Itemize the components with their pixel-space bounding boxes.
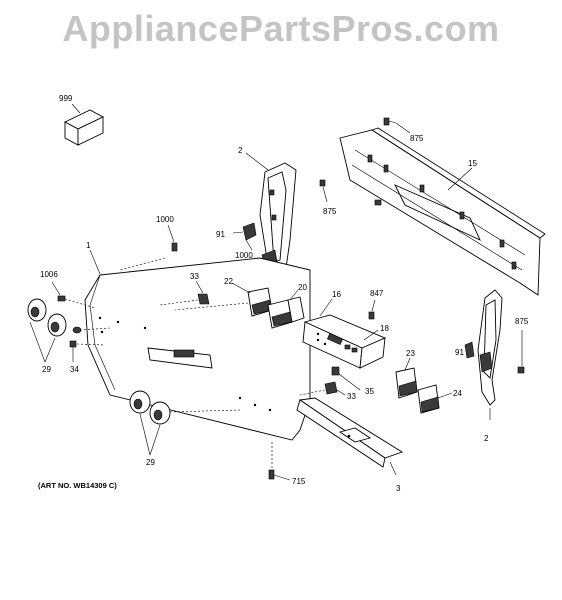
part-33-clip-upper: [197, 293, 210, 305]
part-3-trim: [296, 397, 404, 468]
part-1-control-panel: [84, 257, 311, 441]
part-20-switch: [267, 296, 305, 329]
part-999-box: [64, 109, 104, 146]
part-2-left-bracket: [259, 162, 297, 281]
screw-1006: [57, 295, 66, 302]
part-29-knobs-lower: [129, 390, 171, 425]
callout-1: 1: [86, 241, 91, 250]
callout-847: 847: [370, 289, 384, 298]
callout-1000-low: 1000: [235, 251, 253, 260]
callout-1000-top: 1000: [156, 215, 174, 224]
callout-1006: 1006: [40, 270, 58, 279]
part-91-clip-left: [242, 222, 257, 241]
part-91-clip-right: [464, 341, 475, 359]
callout-875-top: 875: [410, 134, 424, 143]
screw-875-mid: [319, 179, 326, 187]
screw-1000: [171, 242, 178, 252]
callout-2-right: 2: [484, 434, 489, 443]
callout-22: 22: [224, 277, 233, 286]
part-15-back-panel: [339, 127, 546, 296]
screw-875-top: [383, 117, 397, 126]
art-number: (ART NO. WB14309 C): [38, 481, 117, 490]
callout-715: 715: [292, 477, 306, 486]
callout-2-left: 2: [238, 146, 243, 155]
callout-29-lower: 29: [146, 458, 155, 467]
callout-34: 34: [70, 365, 79, 374]
callout-91-left: 91: [216, 230, 225, 239]
callout-23: 23: [406, 349, 415, 358]
callout-875-right: 875: [515, 317, 529, 326]
part-16-clock-control: [302, 314, 387, 369]
callout-35: 35: [365, 387, 374, 396]
callout-33-lower: 33: [347, 392, 356, 401]
part-29-knobs-upper: [27, 298, 82, 337]
callout-33-upper: 33: [190, 272, 199, 281]
callout-3: 3: [396, 484, 401, 493]
watermark: AppliancePartsPros.com: [62, 8, 500, 49]
callout-16: 16: [332, 290, 341, 299]
callout-29-upper: 29: [42, 365, 51, 374]
callout-15: 15: [468, 159, 477, 168]
part-34: [69, 340, 77, 348]
part-33-clip-lower: [324, 381, 338, 395]
callout-24: 24: [453, 389, 462, 398]
part-35: [331, 366, 340, 376]
screw-847: [368, 311, 375, 320]
callout-999: 999: [59, 94, 73, 103]
screw-715: [268, 469, 275, 480]
callout-91-right: 91: [455, 348, 464, 357]
callout-875-mid: 875: [323, 207, 337, 216]
part-23-switch: [395, 367, 418, 399]
part-24-switch: [417, 384, 440, 414]
screw-875-right: [517, 366, 525, 374]
callout-20: 20: [298, 283, 307, 292]
callout-18: 18: [380, 324, 389, 333]
callout-labels: 999 875 2 15 875 1000 91 1000 1 1006 33 …: [40, 94, 529, 493]
part-2-right-bracket: [477, 289, 503, 406]
